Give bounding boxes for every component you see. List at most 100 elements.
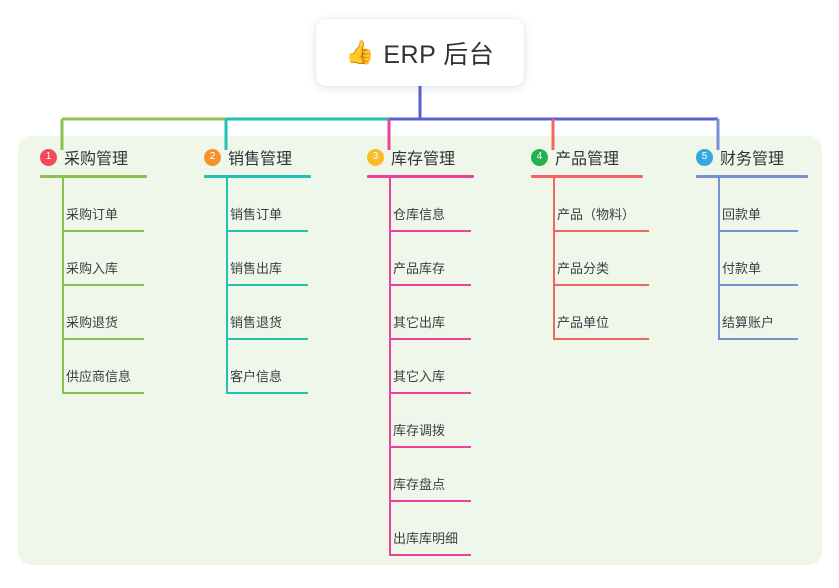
- branch-item[interactable]: 库存盘点: [367, 448, 474, 502]
- branch-item-rule: [226, 230, 308, 232]
- branch-header-4[interactable]: 4 产品管理: [531, 144, 643, 170]
- branch-spine: [226, 178, 228, 394]
- branch-spine: [553, 178, 555, 340]
- branch-item-rule: [226, 284, 308, 286]
- branch-item-rule: [226, 338, 308, 340]
- branch-item[interactable]: 采购订单: [40, 178, 147, 232]
- branch-item[interactable]: 回款单: [696, 178, 808, 232]
- branch-item-label: 采购订单: [66, 207, 119, 222]
- branch-item-rule: [718, 338, 798, 340]
- branch-item-rule: [389, 446, 471, 448]
- branch-item-label: 库存盘点: [393, 477, 446, 492]
- branch-item-label: 产品库存: [393, 261, 446, 276]
- root-node-title: ERP 后台: [383, 40, 495, 69]
- branch-item[interactable]: 仓库信息: [367, 178, 474, 232]
- branch-title: 采购管理: [64, 151, 129, 168]
- branch-item[interactable]: 产品分类: [531, 232, 649, 286]
- branch-number-badge: 2: [204, 148, 221, 166]
- branch-item[interactable]: 付款单: [696, 232, 808, 286]
- branch-item-rule: [389, 392, 471, 394]
- branch-item-rule: [62, 230, 144, 232]
- branch-title: 产品管理: [555, 151, 620, 168]
- branch-item[interactable]: 客户信息: [204, 340, 311, 394]
- branch-item-label: 产品（物料）: [557, 207, 636, 222]
- branch-item[interactable]: 产品单位: [531, 286, 649, 340]
- branch-item[interactable]: 产品（物料）: [531, 178, 649, 232]
- branch-header-rule: [367, 175, 474, 178]
- branch-item[interactable]: 销售订单: [204, 178, 311, 232]
- branch-title: 财务管理: [720, 151, 785, 168]
- branch-item-rule: [718, 284, 798, 286]
- branch-header-rule: [531, 175, 643, 178]
- branch-header-3[interactable]: 3 库存管理: [367, 144, 474, 170]
- branch-item-rule: [62, 284, 144, 286]
- branch-item-label: 采购退货: [66, 315, 119, 330]
- branch-column-5: 5 财务管理回款单付款单结算账户: [696, 144, 808, 340]
- branch-column-3: 3 库存管理仓库信息产品库存其它出库其它入库库存调拨库存盘点出库库明细: [367, 144, 474, 556]
- branch-item-label: 销售订单: [230, 207, 283, 222]
- branch-spine: [389, 178, 391, 556]
- branch-item[interactable]: 销售出库: [204, 232, 311, 286]
- branch-item-label: 库存调拨: [393, 423, 446, 438]
- branch-item-list: 采购订单采购入库采购退货供应商信息: [40, 178, 147, 394]
- branch-item-label: 销售出库: [230, 261, 283, 276]
- branch-item-rule: [226, 392, 308, 394]
- branch-item-list: 回款单付款单结算账户: [696, 178, 808, 340]
- branch-item[interactable]: 供应商信息: [40, 340, 147, 394]
- branch-column-2: 2 销售管理销售订单销售出库销售退货客户信息: [204, 144, 311, 394]
- branch-item-label: 其它入库: [393, 369, 446, 384]
- root-node-content: 👍 ERP 后台: [346, 35, 495, 71]
- branch-item[interactable]: 销售退货: [204, 286, 311, 340]
- branch-number-badge: 4: [531, 148, 548, 166]
- branch-header-2[interactable]: 2 销售管理: [204, 144, 311, 170]
- branch-item-label: 出库库明细: [393, 531, 459, 546]
- branch-item[interactable]: 库存调拨: [367, 394, 474, 448]
- branch-header-1[interactable]: 1 采购管理: [40, 144, 147, 170]
- branch-header-5[interactable]: 5 财务管理: [696, 144, 808, 170]
- branch-item-label: 销售退货: [230, 315, 283, 330]
- branch-item-label: 产品分类: [557, 261, 610, 276]
- branch-item-label: 回款单: [722, 207, 762, 222]
- branch-item-label: 结算账户: [722, 315, 775, 330]
- branch-item-rule: [389, 338, 471, 340]
- branch-header-rule: [204, 175, 311, 178]
- branch-title: 库存管理: [391, 151, 456, 168]
- branch-item-rule: [553, 338, 649, 340]
- branch-item-list: 仓库信息产品库存其它出库其它入库库存调拨库存盘点出库库明细: [367, 178, 474, 556]
- branch-item-label: 采购入库: [66, 261, 119, 276]
- branch-item[interactable]: 结算账户: [696, 286, 808, 340]
- branch-item-label: 客户信息: [230, 369, 283, 384]
- branch-item-label: 仓库信息: [393, 207, 446, 222]
- branch-item-rule: [389, 284, 471, 286]
- branch-spine: [718, 178, 720, 340]
- branch-column-1: 1 采购管理采购订单采购入库采购退货供应商信息: [40, 144, 147, 394]
- branch-item[interactable]: 其它入库: [367, 340, 474, 394]
- branch-item[interactable]: 产品库存: [367, 232, 474, 286]
- diagram-panel: [18, 136, 822, 565]
- branch-number-badge: 5: [696, 148, 713, 166]
- root-node[interactable]: 👍 ERP 后台: [316, 19, 524, 86]
- branch-item-label: 产品单位: [557, 315, 610, 330]
- branch-number-badge: 1: [40, 148, 57, 166]
- branch-item-label: 其它出库: [393, 315, 446, 330]
- branch-item-rule: [389, 554, 471, 556]
- branch-item[interactable]: 出库库明细: [367, 502, 474, 556]
- branch-number-badge: 3: [367, 148, 384, 166]
- branch-item-rule: [389, 500, 471, 502]
- branch-item[interactable]: 采购退货: [40, 286, 147, 340]
- branch-item-rule: [553, 230, 649, 232]
- thumbs-up-icon: 👍: [345, 39, 375, 65]
- branch-item[interactable]: 采购入库: [40, 232, 147, 286]
- branch-item-rule: [553, 284, 649, 286]
- branch-item-label: 供应商信息: [66, 369, 132, 384]
- branch-header-rule: [40, 175, 147, 178]
- branch-item-rule: [62, 338, 144, 340]
- branch-item-rule: [718, 230, 798, 232]
- branch-header-rule: [696, 175, 808, 178]
- branch-item[interactable]: 其它出库: [367, 286, 474, 340]
- branch-title: 销售管理: [228, 151, 293, 168]
- branch-column-4: 4 产品管理产品（物料） 产品分类产品单位: [531, 144, 649, 340]
- branch-item-rule: [389, 230, 471, 232]
- branch-item-list: 销售订单销售出库销售退货客户信息: [204, 178, 311, 394]
